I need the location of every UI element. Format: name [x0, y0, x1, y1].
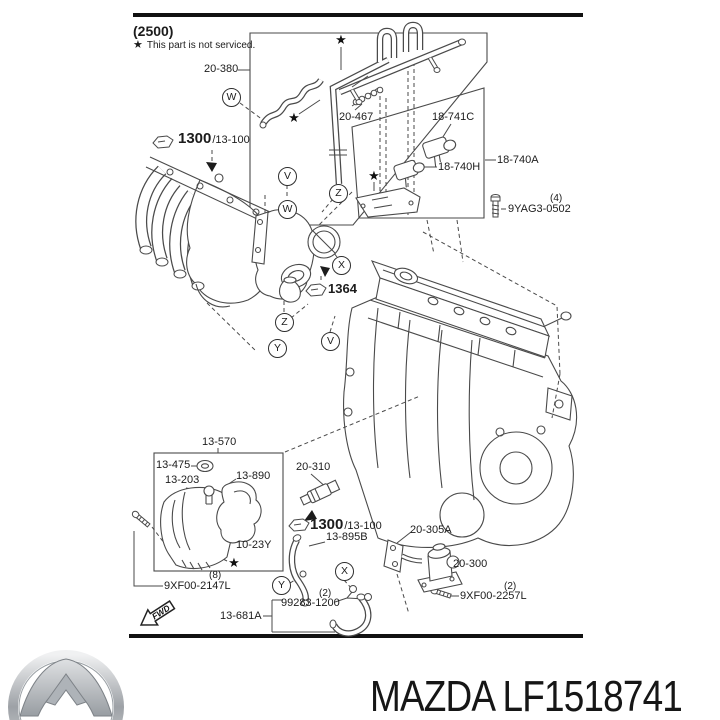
- bolt-9yag3: [490, 194, 501, 218]
- bolt-2147l: [131, 510, 151, 528]
- pointer-arrows: [206, 150, 330, 521]
- oil-pressure-sensor-art: [299, 479, 341, 506]
- callout-1364: 1364: [328, 281, 357, 296]
- callout-20-310: 20-310: [296, 461, 331, 473]
- gasket-icon: [305, 283, 327, 297]
- star-icon: ★: [368, 168, 380, 183]
- fwd-arrow-icon: FWD: [139, 600, 176, 626]
- callout-20-467: 20-467: [339, 111, 374, 123]
- intake-manifold-art: [135, 156, 274, 308]
- callout-13-100: /13-100: [212, 134, 250, 146]
- fuel-rail-box: [249, 32, 488, 226]
- view-marker-v-1: V: [278, 167, 297, 186]
- legend-note-text: This part is not serviced.: [146, 39, 256, 51]
- callout-1300: 1300: [178, 130, 212, 147]
- bolt-icons: [131, 194, 501, 599]
- group-code: (2500): [133, 23, 174, 39]
- star-icon: ★: [133, 39, 143, 51]
- star-icon: ★: [335, 32, 347, 47]
- gasket-icons: [152, 135, 327, 532]
- callout-20-380: 20-380: [204, 63, 239, 75]
- callout-9yag3-0502: 9YAG3-0502: [508, 203, 571, 215]
- callout-99283-qty: (2): [319, 588, 332, 599]
- callout-10-23y: 10-23Y: [236, 539, 272, 551]
- callout-9xf00-2257l: 9XF00-2257L: [460, 590, 527, 602]
- callout-1300-13-100-bottom: 1300 /13-100: [310, 517, 382, 532]
- callout-13-895b: 13-895B: [326, 531, 368, 543]
- callout-99283-1200: 99283-1200: [281, 597, 340, 609]
- view-marker-z-1: Z: [329, 184, 348, 203]
- egr-valve-art: [383, 539, 463, 593]
- callout-18-740a: 18-740A: [497, 154, 539, 166]
- view-marker-z-2: Z: [275, 313, 294, 332]
- legend-note: ★ This part is not serviced.: [133, 40, 255, 51]
- hose-clamp-icon: [364, 593, 372, 601]
- fuel-rail-art: [259, 21, 466, 185]
- callout-13-570: 13-570: [202, 436, 237, 448]
- callout-9yag3-qty: (4): [550, 193, 563, 204]
- callout-9xf00-2147l: 9XF00-2147L: [164, 580, 231, 592]
- callout-1300-13-100-top: 1300 /13-100: [178, 131, 250, 146]
- callout-20-305a: 20-305A: [410, 524, 452, 536]
- callout-13-475: 13-475: [156, 459, 191, 471]
- throttle-body-art: [251, 209, 341, 303]
- oil-cap-icon: [196, 459, 214, 473]
- callout-13-890: 13-890: [236, 470, 271, 482]
- star-icon: ★: [228, 555, 240, 570]
- view-marker-y-1: Y: [268, 339, 287, 358]
- callout-2147l-qty: (8): [209, 570, 222, 581]
- bolt-2257l: [430, 587, 452, 599]
- callout-13-203: 13-203: [165, 474, 200, 486]
- callout-13-681a: 13-681A: [220, 610, 262, 622]
- page-rules: [129, 13, 583, 638]
- engine-art: [343, 260, 578, 549]
- solenoid-valves-art: [355, 136, 457, 218]
- oil-separator-art: [160, 459, 262, 571]
- view-marker-y-2: Y: [272, 576, 291, 595]
- solenoid-box: [351, 87, 485, 219]
- callout-18-740h: 18-740H: [438, 161, 481, 173]
- callout-13-100: /13-100: [344, 520, 382, 532]
- hose-art: [288, 534, 372, 637]
- star-icon: ★: [288, 110, 300, 125]
- leader-lines: [133, 47, 506, 633]
- hose-clamp-icon: [349, 585, 357, 593]
- mazda-logo: [8, 650, 124, 720]
- view-marker-x-1: X: [332, 256, 351, 275]
- view-marker-x-2: X: [335, 562, 354, 581]
- catalog-part-number-text: MAZDA LF1518741: [370, 672, 683, 720]
- view-marker-w-1: W: [222, 88, 241, 107]
- gasket-icon: [288, 518, 310, 532]
- not-serviced-stars: ★ ★ ★ ★: [228, 32, 380, 570]
- callout-1300: 1300: [310, 516, 344, 533]
- view-marker-w-2: W: [278, 200, 297, 219]
- pcv-valve-icon: [203, 485, 215, 497]
- callout-20-300: 20-300: [453, 558, 488, 570]
- callout-2257l-qty: (2): [504, 581, 517, 592]
- view-marker-v-2: V: [321, 332, 340, 351]
- gasket-icon: [152, 135, 174, 149]
- callout-18-741c: 18-741C: [432, 111, 475, 123]
